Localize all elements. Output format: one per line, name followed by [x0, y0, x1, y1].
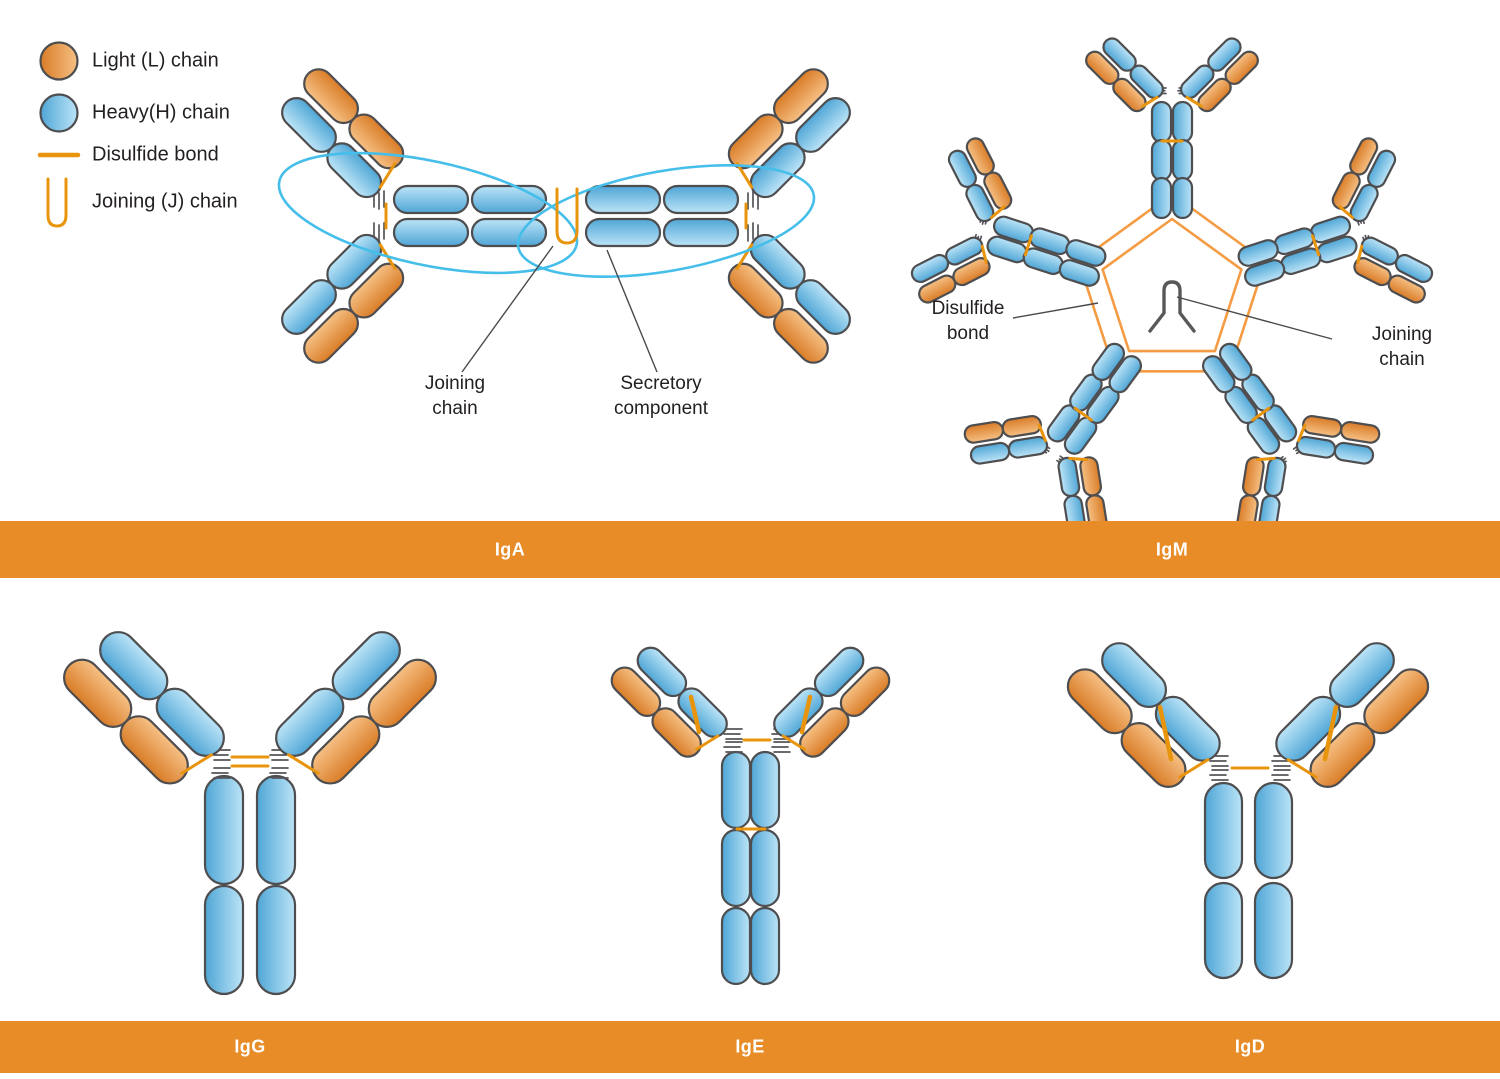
joining-chain-pointer — [461, 245, 554, 373]
iga-secretory-component-label: Secretory component — [613, 372, 709, 419]
iga-joining-chain-label: Joining chain — [424, 372, 486, 419]
light-heavy-disulfide-bond — [1325, 707, 1336, 759]
igg-diagram — [55, 618, 445, 994]
heavy-chain-capsule — [205, 776, 243, 884]
heavy-chain-swatch — [41, 95, 78, 132]
ige-diagram — [605, 638, 896, 984]
iga-diagram — [269, 63, 860, 373]
heavy-chain-capsule — [1255, 783, 1292, 878]
heavy-chain-capsule — [722, 830, 750, 906]
heavy-chain-capsule — [722, 752, 750, 828]
heavy-chain-capsule — [257, 886, 295, 994]
legend-item-heavy-chain: Heavy(H) chain — [92, 101, 230, 124]
legend-item-disulfide-bond: Disulfide bond — [92, 143, 219, 166]
heavy-chain-capsule — [1205, 783, 1242, 878]
secretory-component — [516, 163, 816, 279]
igm-banner-label: IgM — [1155, 539, 1189, 559]
igm-disulfide-bond-label: Disulfide bond — [931, 297, 1005, 344]
top-banner: IgA IgM — [0, 521, 1500, 578]
secretory-component-pointer — [606, 249, 658, 373]
legend-item-joining-chain: Joining (J) chain — [92, 190, 238, 213]
joining-chain-pointer — [1176, 296, 1333, 340]
light-heavy-disulfide-bond — [1160, 707, 1171, 759]
light-heavy-disulfide-bond — [802, 697, 810, 732]
igd-banner-label: IgD — [1234, 1036, 1266, 1057]
heavy-chain-capsule — [722, 908, 750, 984]
heavy-chain-capsule — [1255, 883, 1292, 978]
joining-chain — [1148, 280, 1196, 333]
igg-banner-label: IgG — [234, 1036, 266, 1057]
heavy-chain-capsule — [751, 830, 779, 906]
heavy-chain-capsule — [751, 752, 779, 828]
heavy-chain-capsule — [1205, 883, 1242, 978]
legend-swatches — [37, 43, 81, 228]
joining-chain — [555, 187, 579, 245]
light-heavy-disulfide-bond — [691, 697, 699, 732]
bottom-banner: IgG IgE IgD — [0, 1021, 1500, 1073]
heavy-chain-capsule — [205, 886, 243, 994]
heavy-chain-capsule — [257, 776, 295, 884]
secretory-component — [277, 151, 579, 275]
pentamer-disulfide-bonds — [1101, 217, 1243, 353]
iga-banner-label: IgA — [494, 539, 526, 559]
igm-diagram — [898, 33, 1446, 554]
disulfide-bond-pointer — [1012, 302, 1099, 319]
heavy-chain-capsule — [751, 908, 779, 984]
igd-diagram — [1059, 630, 1437, 978]
legend-item-light-chain: Light (L) chain — [92, 49, 219, 72]
igm-joining-chain-label: Joining chain — [1371, 323, 1433, 370]
ige-banner-label: IgE — [735, 1036, 765, 1057]
light-chain-swatch — [41, 43, 78, 80]
joining-chain-swatch — [46, 177, 68, 228]
